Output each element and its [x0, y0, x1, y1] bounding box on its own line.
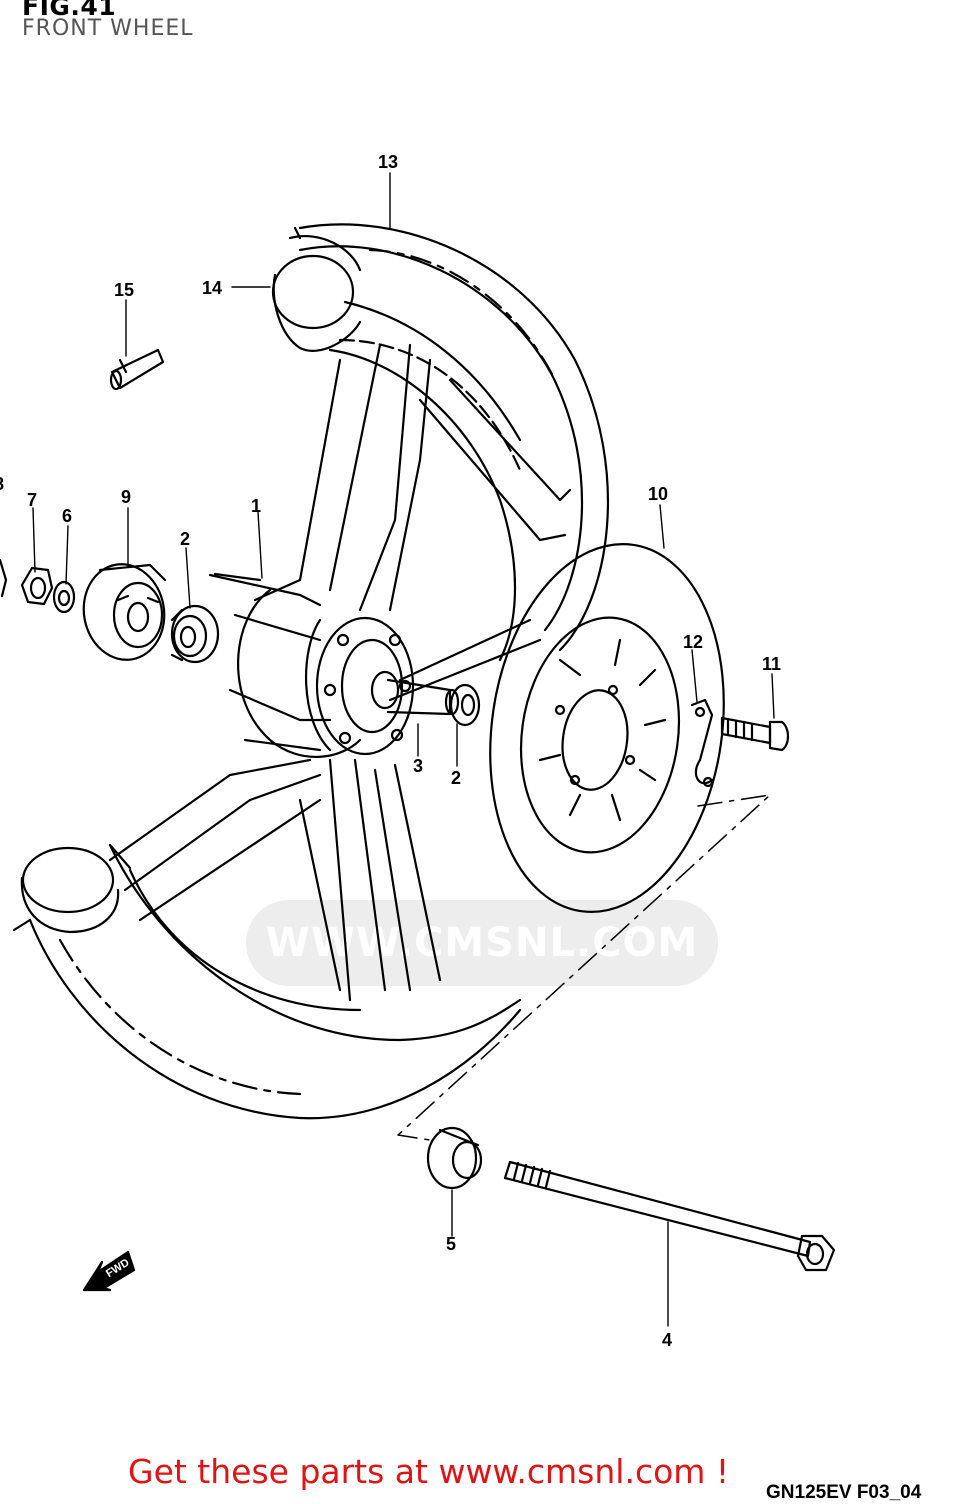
axle-nut: [20, 566, 54, 606]
figure-title: FIG.41: [22, 0, 117, 21]
axle-spacer: [386, 678, 481, 727]
figure-subtitle: FRONT WHEEL: [22, 16, 194, 41]
washer: [52, 580, 76, 614]
cmsnl-link[interactable]: Get these parts at www.cmsnl.com !: [128, 1452, 730, 1491]
part-number-11: 11: [762, 654, 781, 674]
center-line: [397, 794, 771, 1141]
part-number-15: 15: [114, 280, 134, 300]
cotter-pin: [0, 558, 8, 598]
brake-disc: [489, 543, 725, 913]
part-number-8: 8: [0, 474, 4, 494]
wheel-hub: [237, 588, 415, 759]
part-number-9: 9: [121, 487, 131, 507]
wheel-spokes: [108, 343, 572, 1002]
part-number-2-right: 2: [451, 768, 461, 788]
part-number-14: 14: [202, 278, 222, 298]
tire-rim: [28, 223, 610, 1120]
part-number-5: 5: [446, 1234, 456, 1254]
drawing-code: GN125EV F03_04: [766, 1482, 922, 1503]
lock-washer: [690, 698, 714, 788]
leader-lines: [32, 172, 775, 1327]
part-number-10: 10: [648, 484, 668, 504]
tire-valve: [109, 348, 165, 391]
axle-collar: [426, 1126, 483, 1190]
part-number-6: 6: [62, 506, 72, 526]
disc-bolt: [720, 716, 790, 752]
wheel-bearing-left: [170, 604, 220, 664]
part-number-2-left: 2: [180, 529, 190, 549]
part-number-1: 1: [251, 496, 261, 516]
part-number-13: 13: [378, 152, 398, 172]
speedometer-gearbox: [82, 563, 167, 661]
part-number-7: 7: [27, 490, 37, 510]
part-number-3: 3: [413, 756, 423, 776]
part-number-12: 12: [683, 632, 703, 652]
part-number-4: 4: [662, 1330, 672, 1350]
valve-cap-bottom: [12, 843, 132, 934]
fwd-arrow-icon: [82, 1250, 136, 1292]
front-axle: [503, 1160, 836, 1272]
valve-cap-top: [271, 226, 362, 352]
